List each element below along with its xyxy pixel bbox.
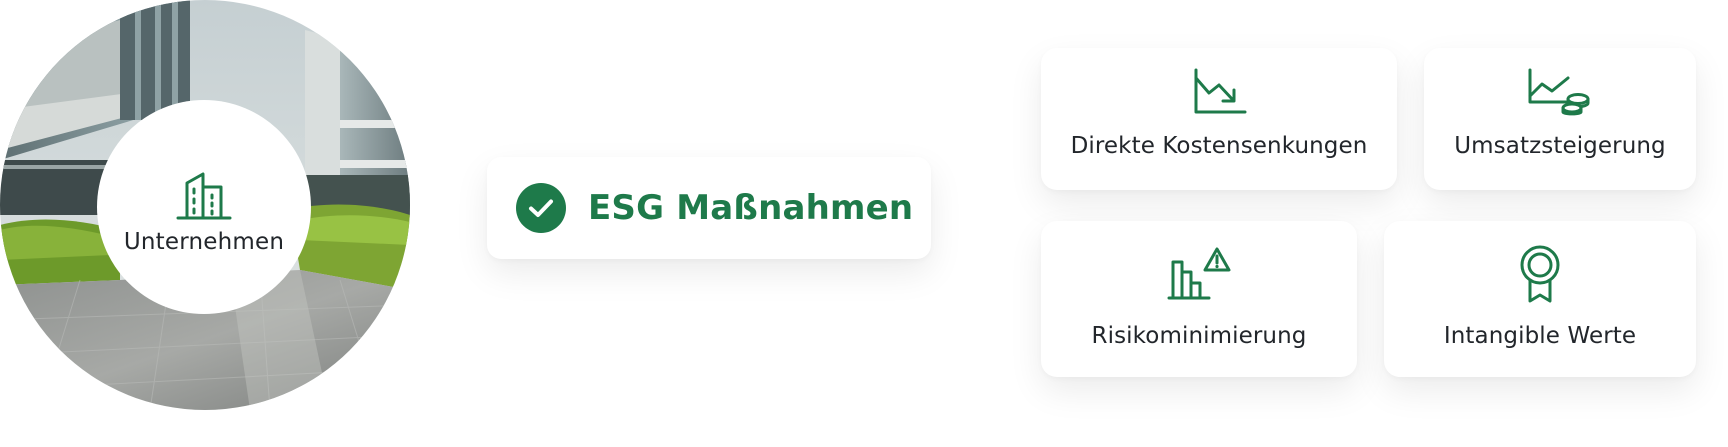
award-ribbon-icon	[1520, 245, 1560, 303]
building-icon	[176, 172, 232, 220]
building-photo: Unternehmen	[0, 0, 410, 410]
chart-up-coins-icon	[1528, 68, 1590, 116]
benefit-card-risk-minimization: Risikominimierung	[1041, 221, 1357, 377]
benefit-label: Direkte Kostensenkungen	[1070, 133, 1368, 159]
company-label: Unternehmen	[123, 229, 285, 255]
chart-down-arrow-icon	[1194, 68, 1247, 114]
bar-chart-warning-icon	[1167, 247, 1231, 300]
benefit-card-cost-reduction: Direkte Kostensenkungen	[1041, 48, 1397, 190]
benefit-label: Risikominimierung	[1091, 323, 1307, 349]
benefit-label: Umsatzsteigerung	[1454, 133, 1666, 159]
benefit-card-revenue-growth: Umsatzsteigerung	[1424, 48, 1696, 190]
esg-measures-card: ESG Maßnahmen	[487, 157, 931, 259]
building-photo-scene	[0, 0, 410, 410]
esg-title: ESG Maßnahmen	[588, 188, 914, 228]
company-circle: Unternehmen	[97, 100, 311, 314]
benefit-card-intangible-values: Intangible Werte	[1384, 221, 1696, 377]
check-circle-icon	[516, 183, 566, 233]
benefit-label: Intangible Werte	[1443, 323, 1637, 349]
